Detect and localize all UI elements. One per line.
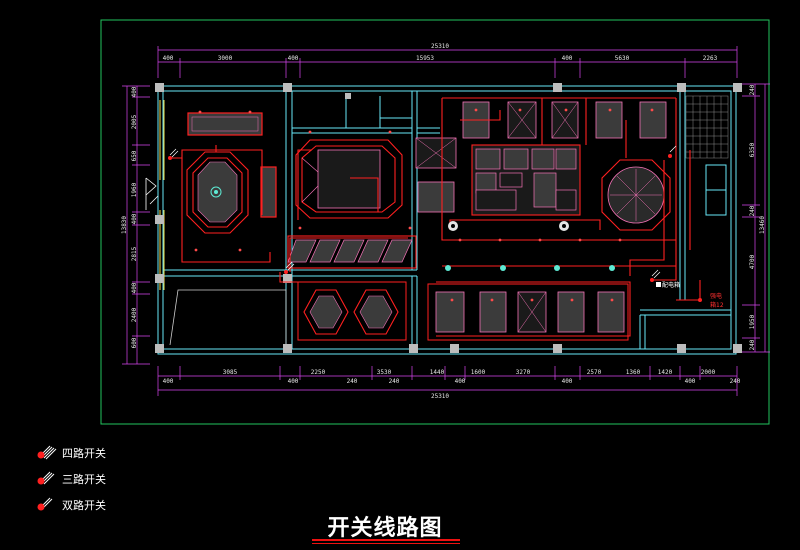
svg-text:400: 400	[163, 378, 174, 385]
svg-text:240: 240	[347, 378, 358, 385]
four-way-switch-icon	[37, 445, 57, 460]
ceiling-panels-lower	[435, 291, 625, 333]
svg-text:3085: 3085	[223, 369, 238, 376]
legend: 四路开关 三路开关 双路开关	[36, 444, 176, 522]
bottom-dim-labels: 400 3085 400 2250 240 3530 240 1440 400 …	[163, 369, 741, 385]
svg-text:400: 400	[131, 213, 138, 224]
svg-text:2570: 2570	[587, 369, 602, 376]
svg-text:1440: 1440	[430, 369, 445, 376]
svg-text:2815: 2815	[131, 246, 138, 261]
svg-text:240: 240	[749, 205, 756, 216]
round-fixtures	[448, 221, 569, 231]
svg-text:400: 400	[131, 282, 138, 293]
ceiling-strip-middle	[287, 235, 417, 269]
svg-text:4700: 4700	[749, 254, 756, 269]
switch-symbols	[169, 145, 677, 279]
svg-text:400: 400	[562, 55, 573, 62]
svg-text:400: 400	[131, 86, 138, 97]
svg-text:1420: 1420	[658, 369, 673, 376]
svg-text:240: 240	[389, 378, 400, 385]
chandelier-icon	[210, 186, 222, 198]
drawing-title: 开关线路图	[327, 516, 443, 541]
top-dimensions	[157, 46, 738, 78]
svg-text:1950: 1950	[749, 314, 756, 329]
svg-text:3530: 3530	[377, 369, 392, 376]
svg-text:2000: 2000	[701, 369, 716, 376]
box-label: 箱12	[710, 301, 724, 309]
title-underline	[312, 539, 460, 541]
bottom-total-dim: 25310	[431, 393, 449, 400]
svg-text:650: 650	[131, 150, 138, 161]
legend-item-four-way: 四路开关	[36, 444, 176, 470]
octagon-ceiling	[186, 151, 249, 234]
three-way-switch-icon	[37, 471, 55, 485]
parallelogram-panels	[287, 239, 413, 263]
svg-text:240: 240	[749, 84, 756, 95]
svg-text:6350: 6350	[749, 142, 756, 157]
stair-outline	[169, 289, 287, 346]
svg-text:2250: 2250	[311, 369, 326, 376]
svg-text:600: 600	[131, 337, 138, 348]
middle-room-ceiling	[295, 139, 403, 219]
columns	[155, 83, 742, 353]
right-dimensions	[742, 83, 770, 353]
top-total-dim: 25310	[431, 43, 449, 50]
svg-text:13830: 13830	[121, 216, 128, 234]
svg-text:240: 240	[749, 339, 756, 350]
svg-text:1960: 1960	[131, 182, 138, 197]
svg-text:240: 240	[730, 378, 741, 385]
switch-wiring	[170, 97, 701, 337]
svg-text:400: 400	[685, 378, 696, 385]
round-ceiling-right	[601, 159, 671, 231]
svg-text:400: 400	[562, 378, 573, 385]
distribution-box-label: 配电箱	[662, 281, 680, 289]
bottom-dimensions	[157, 366, 738, 396]
strong-current-label: 强电	[710, 292, 722, 300]
ceiling-panel-top-left	[187, 112, 263, 136]
downlights	[194, 108, 654, 302]
svg-text:1600: 1600	[471, 369, 486, 376]
title-underline-thin	[312, 543, 460, 544]
tile-grid	[685, 95, 729, 159]
two-way-switch-icon	[37, 497, 53, 511]
svg-text:2005: 2005	[131, 114, 138, 129]
entrance-door	[145, 177, 159, 210]
svg-text:400: 400	[288, 378, 299, 385]
svg-text:15953: 15953	[416, 55, 434, 62]
svg-text:2400: 2400	[131, 307, 138, 322]
pendant-lights	[445, 223, 615, 271]
hexagon-ceiling	[303, 289, 399, 335]
svg-text:2263: 2263	[703, 55, 718, 62]
right-dim-labels: 240 6350 240 4700 1950 240 13460	[749, 84, 766, 350]
svg-text:13460: 13460	[759, 216, 766, 234]
ceiling-strip-left	[260, 166, 277, 218]
left-dim-labels: 400 2005 650 1960 400 2815 400 2400 600 …	[121, 86, 138, 348]
svg-text:3270: 3270	[516, 369, 531, 376]
svg-text:1360: 1360	[626, 369, 641, 376]
svg-text:5630: 5630	[615, 55, 630, 62]
top-dim-labels: 400 3000 400 15953 400 5630 2263	[163, 55, 718, 62]
legend-item-two-way: 双路开关	[36, 496, 176, 522]
svg-text:400: 400	[163, 55, 174, 62]
svg-text:3000: 3000	[218, 55, 233, 62]
left-dimensions	[122, 85, 150, 365]
svg-text:400: 400	[288, 55, 299, 62]
svg-text:400: 400	[455, 378, 466, 385]
legend-item-three-way: 三路开关	[36, 470, 176, 496]
drawing-frame	[100, 19, 770, 425]
